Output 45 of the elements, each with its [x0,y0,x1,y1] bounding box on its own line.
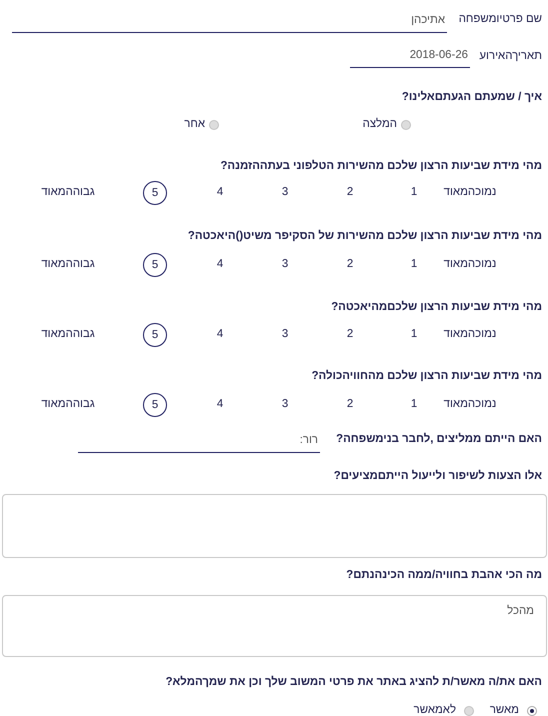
scale-label: גבוההמאוד [40,397,96,412]
question-text: מה הכי אהבת בחוויה/ממה הכינהנתם? [346,568,542,583]
field-label: שם פרטיומשפחה [458,12,542,27]
scale-label: 4 [216,397,224,412]
text-area [2,494,547,558]
scale-label: 2 [346,185,354,200]
field-value: מהכל [507,604,534,619]
question-text: איך / שמעתם הגעתםאלינו? [402,90,542,105]
scale-label: 4 [216,257,224,272]
scale-label: 3 [280,257,290,272]
scale-label: 3 [280,327,290,342]
field-value: 2018-06-26 [410,48,468,63]
option-label: לאמאשר [414,703,456,716]
question-text: האם הייתם ממליצים ,לחבר בנימשפחה? [336,432,542,447]
option-label: המלצה [362,117,397,132]
option-label: מאשר [490,703,519,716]
field-value: אתיכהן [411,13,445,28]
scale-label: 3 [280,397,290,412]
selected-rating: 5 [143,393,167,417]
scale-label: 2 [346,257,354,272]
scale-label: גבוההמאוד [40,327,96,342]
scale-label: גבוההמאוד [40,185,96,200]
scale-label: נמוכהמאוד [442,257,498,272]
question-text: אלו הצעות לשיפור ולייעול הייתםמציעים? [334,469,542,484]
field-label: תאריךהאירוע [479,49,542,64]
question-text: מהי מידת שביעות הרצון שלכם מהשירות של הסקיפר משיט()היאכטה? [188,229,542,244]
field-value: רור: [300,433,318,448]
scale-label: 4 [216,185,224,200]
scale-label: 4 [216,327,224,342]
text-area [2,595,547,657]
scale-label: 2 [346,327,354,342]
question-text: מהי מידת שביעות הרצון שלכם מהשירות הטלפוני בעתההזמנה? [220,159,542,174]
option-label: אחר [184,117,205,132]
scale-label: נמוכהמאוד [442,327,498,342]
scale-label: נמוכהמאוד [442,397,498,412]
question-text: מהי מידת שביעות הרצון שלכםמהיאכטה? [331,300,542,315]
selected-rating: 5 [143,181,167,205]
selected-rating: 5 [143,323,167,347]
scale-label: 3 [280,185,290,200]
question-text: מהי מידת שביעות הרצון שלכם מהחוויהכולה? [312,369,542,384]
scale-label: גבוההמאוד [40,257,96,272]
selected-rating: 5 [143,253,167,277]
scale-label: נמוכהמאוד [442,185,498,200]
question-text: האם את/ה מאשר/ת להציג באתר את פרטי המשוב שלך וכן את שמךהמלא? [166,675,542,690]
scale-label: 2 [346,397,354,412]
